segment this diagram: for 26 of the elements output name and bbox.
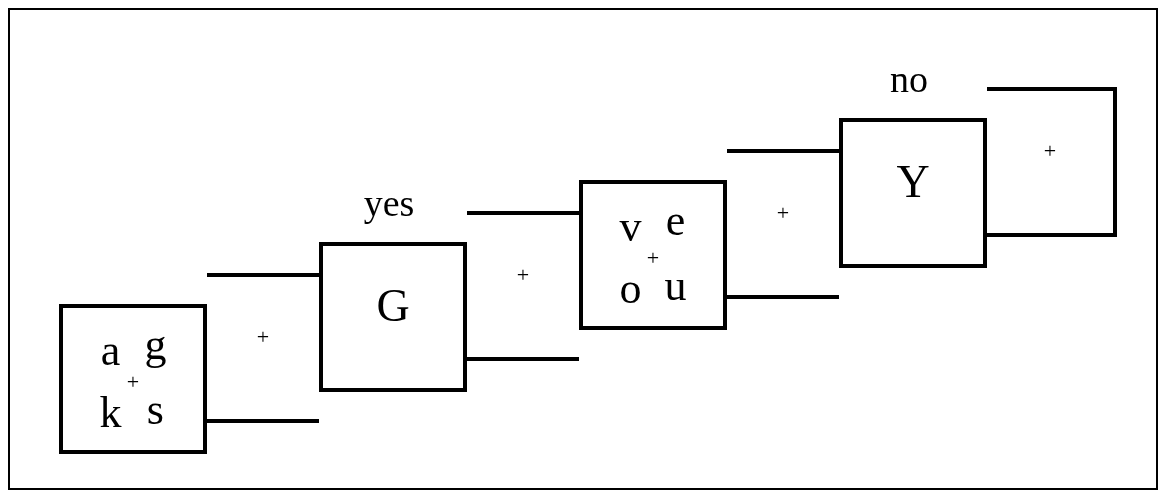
screen-box	[987, 87, 1117, 237]
display-text: +	[516, 263, 530, 286]
response-label: yes	[363, 184, 415, 222]
display-text: +	[776, 201, 790, 224]
display-text: G	[376, 282, 410, 329]
display-text: a	[100, 328, 121, 373]
response-label: no	[890, 60, 928, 98]
display-text: +	[126, 370, 140, 393]
display-text: k	[99, 391, 122, 436]
screen-box	[727, 149, 839, 299]
screen-box	[579, 180, 727, 330]
display-text: Y	[896, 158, 930, 205]
display-text: +	[1043, 139, 1057, 162]
screen-box	[319, 242, 467, 392]
display-text: u	[664, 264, 687, 309]
display-text: +	[646, 246, 660, 269]
screen-box	[59, 304, 207, 454]
display-text: o	[619, 267, 642, 312]
display-text: +	[256, 325, 270, 348]
screen-box	[207, 273, 319, 423]
display-text: g	[144, 322, 167, 367]
display-text: v	[619, 204, 642, 249]
screen-box	[839, 118, 987, 268]
display-text: s	[146, 388, 164, 433]
screen-box	[467, 211, 579, 361]
display-text: e	[665, 198, 686, 243]
